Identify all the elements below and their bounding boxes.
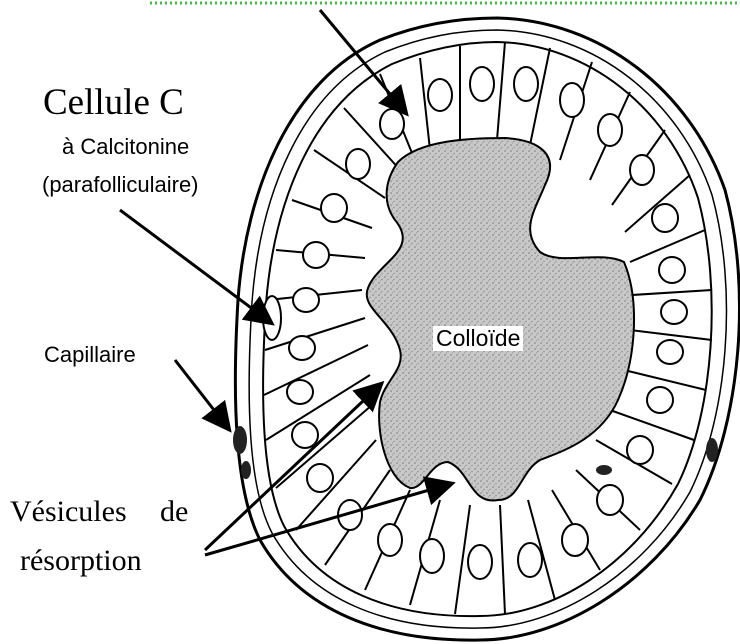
arrow-capillaire	[175, 360, 228, 428]
label-colloide: Colloïde	[433, 326, 523, 351]
label-cellule-c: Cellule C	[43, 84, 184, 121]
label-de: de	[160, 497, 188, 527]
label-capillaire: Capillaire	[44, 344, 136, 366]
label-calcitonine: à Calcitonine	[62, 136, 189, 158]
label-vesicules: Vésicules	[10, 497, 127, 527]
label-resorption: résorption	[20, 546, 142, 576]
label-parafolliculaire: (parafolliculaire)	[42, 174, 199, 196]
